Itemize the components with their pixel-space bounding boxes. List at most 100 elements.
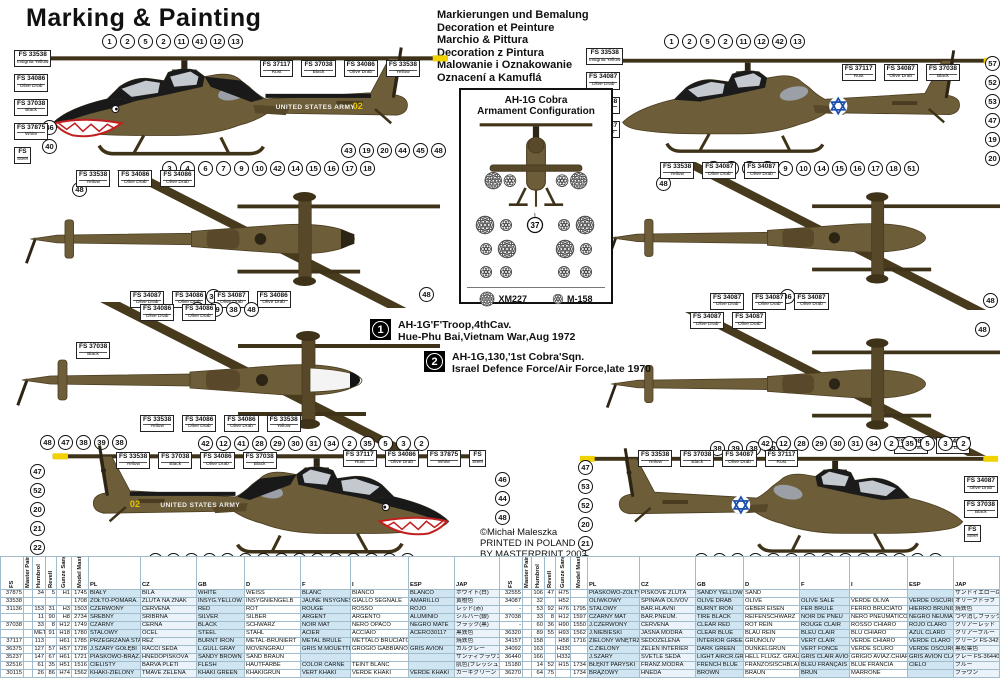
callout-number: 47 — [30, 464, 45, 479]
callout-number: 34 — [324, 436, 339, 451]
col-header-gb: GB — [695, 556, 744, 590]
helicopter-plan-art — [24, 170, 440, 308]
callout-number: 18 — [886, 161, 901, 176]
callout-number: 40 — [42, 139, 57, 154]
callout-number: 5 — [700, 34, 715, 49]
callout-number: 38 — [226, 302, 241, 317]
callout-number: 47 — [58, 435, 73, 450]
callout-number: 39 — [94, 435, 109, 450]
callout-number: 16 — [850, 161, 865, 176]
col-header-d: D — [743, 556, 800, 590]
callout-number: 34 — [866, 436, 881, 451]
callout-number: 5 — [920, 436, 935, 451]
callout-number: 2 — [956, 436, 971, 451]
callout-number: 21 — [30, 521, 45, 536]
col-header-jap: JAP — [454, 556, 501, 590]
helicopter-plan-art — [605, 312, 1000, 456]
credit-line: ©Michał Maleszka — [480, 527, 558, 538]
legend-item-m158: M-158 — [552, 293, 593, 305]
callout-number: 20 — [985, 151, 1000, 166]
callout-number: 21 — [578, 536, 593, 551]
armament-box-title: AH-1G Cobra Armament Configuration — [461, 95, 611, 117]
callout-number: 42 — [270, 161, 285, 176]
col-header-pl: PL — [587, 556, 640, 590]
callout-number: 2 — [120, 34, 135, 49]
callout-number: 12 — [210, 34, 225, 49]
armament-configuration-box: AH-1G Cobra Armament Configuration 37 XM… — [459, 88, 613, 307]
col-header-gunze: Gunze Sangyo — [60, 556, 67, 589]
callout-number: 1 — [664, 34, 679, 49]
callout-number: 38 — [76, 435, 91, 450]
callout-number: 45 — [413, 143, 428, 158]
callout-number: 48 — [419, 287, 434, 302]
col-header-master-paint: Master Paint — [524, 556, 530, 589]
callout-number: 38 — [112, 435, 127, 450]
scheme-note-1: 1 AH-1G'F'Troop,4thCav. Hue-Phu Bai,Viet… — [370, 319, 575, 343]
callout-number: 19 — [359, 143, 374, 158]
callout-number: 31 — [848, 436, 863, 451]
us-army-marking: UNITED STATES ARMY — [276, 104, 356, 111]
callout-number: 28 — [252, 436, 267, 451]
scheme-number: 1 — [372, 321, 389, 338]
col-header-esp: ESP — [907, 556, 954, 590]
callout-number: 52 — [30, 483, 45, 498]
callout-number: 37 — [531, 221, 540, 230]
callout-number: 10 — [252, 161, 267, 176]
callout-number: 28 — [794, 436, 809, 451]
callout-number: 53 — [985, 94, 1000, 109]
paint-table-right: FS Master Paint Humbrol Revell Gunze San… — [499, 556, 1000, 678]
callout-number: 42 — [772, 34, 787, 49]
callout-number: 31 — [306, 436, 321, 451]
language-line: Oznacení a Kamuflá — [437, 71, 542, 84]
callout-number: 42 — [198, 436, 213, 451]
callout-number: 1 — [102, 34, 117, 49]
callout-number: 30 — [830, 436, 845, 451]
col-header-humbrol: Humbrol — [534, 564, 541, 588]
callout-number: 12 — [216, 436, 231, 451]
language-line: Decoration z Pintura — [437, 46, 544, 59]
language-line: Markierungen und Bemalung — [437, 9, 589, 21]
callout-number: 35 — [902, 436, 917, 451]
col-header-fs: FS — [8, 580, 15, 588]
col-header-pl: PL — [88, 556, 141, 590]
callout-number: 43 — [341, 143, 356, 158]
col-header-cz: CZ — [639, 556, 696, 590]
callout-number: 16 — [324, 161, 339, 176]
callout-number: 5 — [138, 34, 153, 49]
